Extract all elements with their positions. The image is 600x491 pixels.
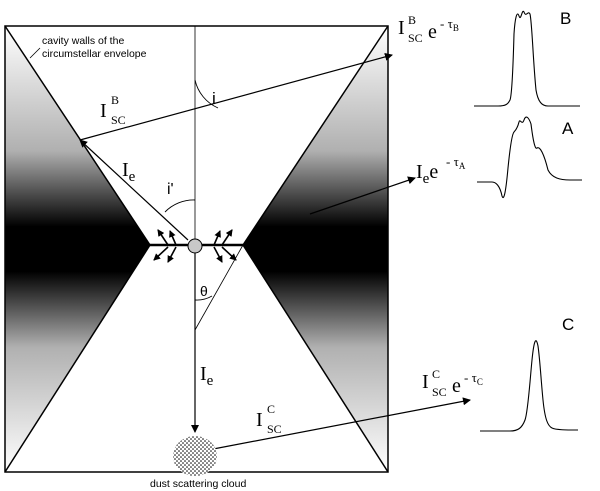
svg-text:C: C	[432, 367, 440, 381]
profile-b-curve	[474, 10, 580, 107]
angle-i-arc	[194, 79, 219, 109]
svg-text:e: e	[428, 21, 437, 43]
walls-label: cavity walls of the circumstellar envelo…	[42, 35, 147, 60]
isc-b-ray	[79, 52, 393, 141]
walls-label-line1: cavity walls of the	[42, 35, 124, 47]
svg-text:SC: SC	[408, 31, 423, 45]
angle-i-label: i	[212, 89, 216, 108]
svg-text:I: I	[256, 409, 263, 431]
angle-i-prime-arc	[164, 199, 196, 213]
envelope-left-wall	[5, 26, 150, 472]
svg-text:C: C	[267, 402, 275, 416]
isc-c-ray	[207, 397, 471, 451]
output-a-formula: Iee - τA	[416, 154, 466, 187]
output-c-formula: I C SC e - τC	[422, 367, 483, 399]
letter-c: C	[562, 315, 574, 334]
svg-text:I: I	[100, 100, 107, 122]
profile-a-curve	[477, 116, 582, 198]
profile-c-curve	[480, 340, 579, 432]
ie-lower-label: Ie	[200, 363, 214, 389]
svg-text:I: I	[422, 371, 429, 393]
angle-i-prime-label: i'	[167, 181, 174, 198]
wind-arrows	[153, 229, 237, 263]
envelope-right-wall	[243, 26, 388, 472]
svg-text:- τC: - τC	[464, 370, 483, 387]
svg-text:e: e	[452, 375, 461, 397]
ie-ray-upper	[79, 139, 189, 241]
letter-b: B	[560, 9, 571, 28]
ie-upper-label: Ie	[122, 159, 136, 185]
cavity-wall-upper-left	[4, 25, 151, 246]
isc-c-label: I C SC	[256, 402, 282, 436]
dust-scattering-cloud	[173, 436, 217, 476]
isc-b-label: I B SC	[100, 93, 126, 127]
svg-text:B: B	[111, 93, 119, 107]
output-b-formula: I B SC e - τB	[398, 13, 459, 45]
letter-a: A	[562, 119, 574, 138]
walls-label-pointer	[29, 47, 41, 59]
theta-line	[194, 244, 244, 331]
svg-text:Iee: Iee	[416, 161, 438, 187]
angle-theta-label: θ	[200, 283, 208, 299]
svg-text:B: B	[408, 13, 416, 27]
svg-text:SC: SC	[267, 422, 282, 436]
svg-text:SC: SC	[111, 113, 126, 127]
angle-theta-arc	[194, 295, 213, 301]
cavity-wall-lower-right	[242, 244, 389, 473]
cavity-wall-lower-left	[4, 244, 151, 473]
svg-text:Ie: Ie	[122, 159, 136, 185]
ie-ray-a	[309, 176, 416, 215]
svg-text:- τA: - τA	[446, 154, 466, 171]
svg-text:- τB: - τB	[440, 16, 459, 33]
svg-text:I: I	[398, 17, 405, 39]
walls-label-line2: circumstellar envelope	[42, 48, 147, 60]
central-star	[187, 238, 203, 254]
svg-text:SC: SC	[432, 385, 447, 399]
svg-text:Ie: Ie	[200, 363, 214, 389]
cloud-label: dust scattering cloud	[150, 478, 246, 490]
